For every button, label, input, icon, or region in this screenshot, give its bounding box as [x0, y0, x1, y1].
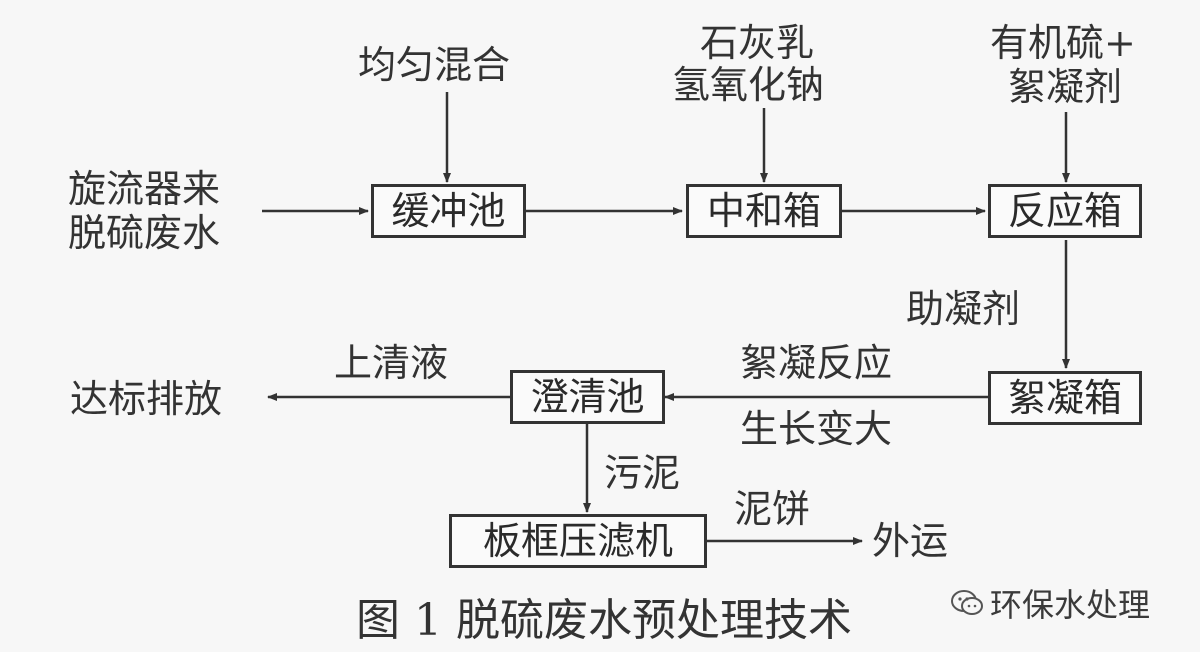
clarifier-box: 澄清池 [510, 370, 665, 424]
organosulfur-label-line1: 有机硫+ [990, 21, 1136, 65]
discharge-label: 达标排放 [70, 377, 223, 421]
sludge-label: 污泥 [604, 451, 681, 495]
flocculation-tank-box: 絮凝箱 [988, 371, 1142, 425]
reaction-tank-box: 反应箱 [988, 184, 1142, 238]
coagulant-aid-label: 助凝剂 [906, 287, 1021, 331]
supernatant-label: 上清液 [334, 341, 449, 385]
lime-label-line2: 氢氧化钠 [672, 63, 825, 107]
filter-press-box: 板框压滤机 [449, 514, 707, 568]
sludge-cake-label: 泥饼 [734, 487, 811, 531]
source-label-line2: 脱硫废水 [68, 211, 221, 255]
source-label-line1: 旋流器来 [68, 167, 221, 211]
organosulfur-label-line2: 絮凝剂 [1008, 65, 1123, 109]
figure-caption: 图 1 脱硫废水预处理技术 [356, 595, 852, 646]
floc-reaction-label-line2: 生长变大 [740, 407, 893, 451]
watermark-text: 环保水处理 [990, 586, 1151, 624]
mixing-label: 均匀混合 [358, 43, 511, 87]
watermark: 环保水处理 [950, 580, 1150, 626]
neutralization-tank-box: 中和箱 [686, 184, 842, 238]
buffer-tank-box: 缓冲池 [371, 184, 526, 238]
floc-reaction-label-line1: 絮凝反应 [740, 341, 893, 385]
chat-bubble-icon [951, 590, 983, 615]
lime-label-line1: 石灰乳 [700, 21, 815, 65]
transport-out-label: 外运 [872, 519, 949, 563]
